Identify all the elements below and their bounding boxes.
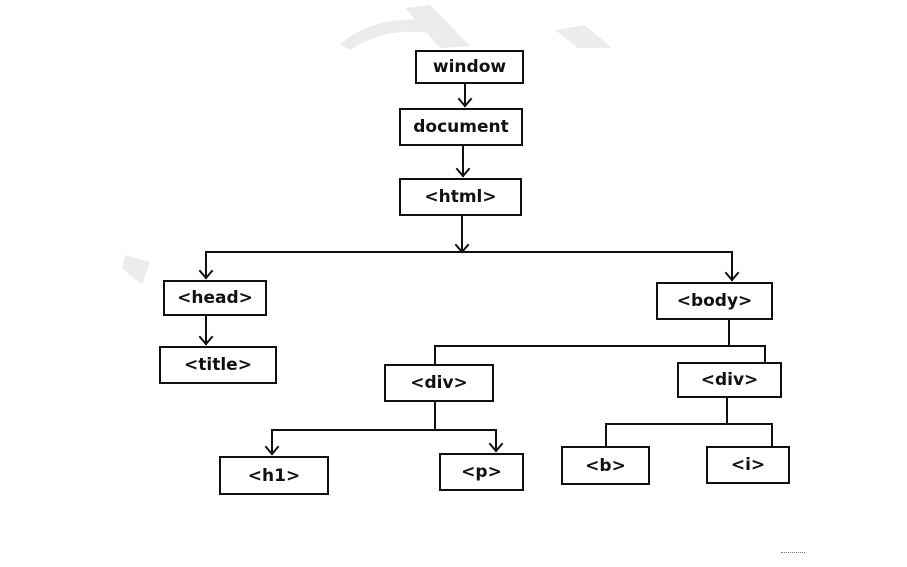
node-document: document xyxy=(399,108,523,146)
node-div-left: <div> xyxy=(384,364,494,402)
node-body: <body> xyxy=(656,282,773,320)
arrowhead-document xyxy=(457,97,473,108)
arrowhead-title xyxy=(198,335,214,346)
dotted-mark xyxy=(781,552,805,553)
node-p: <p> xyxy=(439,453,524,491)
watermark-stroke-left xyxy=(122,255,150,285)
node-i: <i> xyxy=(706,446,790,484)
node-div-right: <div> xyxy=(677,362,782,398)
watermark-stroke-top-3 xyxy=(555,25,612,48)
node-title: <title> xyxy=(159,346,277,384)
arrowhead-p xyxy=(488,442,504,453)
node-b: <b> xyxy=(561,446,650,485)
node-head: <head> xyxy=(163,280,267,316)
node-html: <html> xyxy=(399,178,522,216)
node-h1: <h1> xyxy=(219,456,329,495)
arrowhead-html xyxy=(455,167,471,178)
arrowhead-h1 xyxy=(264,445,280,456)
node-window: window xyxy=(415,50,524,84)
arrowhead-body xyxy=(724,271,740,282)
arrowhead-head xyxy=(198,269,214,280)
watermark-stroke-top-2 xyxy=(405,5,470,48)
